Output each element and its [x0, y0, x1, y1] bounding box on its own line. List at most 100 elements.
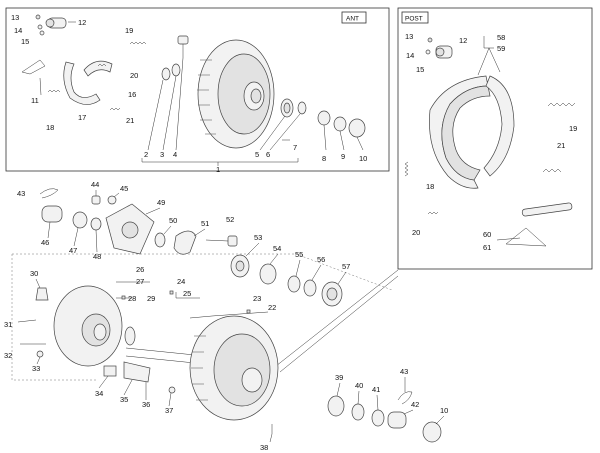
front-tag: ANT — [346, 16, 359, 23]
label-36: 36 — [142, 400, 150, 409]
front-panel-frame — [5, 7, 390, 172]
nut-33 — [36, 350, 44, 358]
label-45: 45 — [120, 184, 128, 193]
rear-group-bracket — [483, 36, 494, 49]
label-26: 26 — [136, 265, 144, 274]
clip-43-top — [39, 188, 59, 199]
rear-spring-21 — [542, 168, 562, 173]
label-10-front: 10 — [359, 154, 367, 163]
label-20-front: 20 — [130, 71, 138, 80]
bushing-46 — [41, 205, 63, 223]
label-25: 25 — [183, 289, 191, 298]
front-group-bracket — [141, 158, 299, 163]
label-16-front: 16 — [128, 90, 136, 99]
label-13-rear: 13 — [405, 32, 413, 41]
cap-30 — [35, 287, 49, 301]
front-washer-2 — [161, 67, 171, 81]
label-23: 23 — [253, 294, 261, 303]
rear-tag-box — [401, 11, 429, 24]
front-screw — [35, 14, 41, 20]
label-56: 56 — [317, 255, 325, 264]
front-lever — [21, 59, 46, 75]
front-spring-21 — [109, 107, 121, 111]
label-5-front: 5 — [255, 150, 259, 159]
seal-54 — [259, 263, 277, 285]
label-54: 54 — [273, 244, 281, 253]
part-45 — [107, 195, 117, 205]
hub-49 — [105, 203, 155, 255]
label-48: 48 — [93, 252, 101, 261]
marker-28 — [121, 295, 126, 300]
bolt-31 — [17, 319, 37, 323]
label-61-rear: 61 — [483, 243, 491, 252]
stud-22 — [189, 315, 213, 319]
label-52: 52 — [226, 215, 234, 224]
part-51 — [173, 230, 197, 255]
front-spring-20 — [97, 63, 107, 67]
front-tag-box — [341, 11, 367, 24]
plate-34 — [103, 365, 117, 377]
label-4-front: 4 — [173, 150, 177, 159]
rear-washer — [425, 49, 431, 55]
label-20-rear: 20 — [412, 228, 420, 237]
washer-40 — [351, 403, 365, 421]
part-44 — [91, 195, 101, 205]
rear-wheel-cylinder — [435, 45, 453, 59]
label-38: 38 — [260, 443, 268, 452]
label-12-front: 12 — [78, 18, 86, 27]
label-15-front: 15 — [21, 37, 29, 46]
rear-panel-frame — [397, 7, 593, 270]
rear-parking-lever — [505, 202, 573, 247]
part-50 — [154, 232, 166, 248]
front-hub-cap — [348, 118, 366, 138]
label-24: 24 — [177, 277, 185, 286]
front-spring-18 — [47, 89, 61, 93]
ring-56 — [303, 279, 317, 297]
label-47: 47 — [69, 246, 77, 255]
front-washer — [39, 30, 45, 36]
washer-48 — [90, 217, 102, 231]
label-30: 30 — [30, 269, 38, 278]
hub-cap-10 — [422, 421, 442, 443]
rear-pointer-b — [488, 47, 501, 73]
front-washer-3 — [171, 63, 181, 77]
screw-37 — [168, 386, 176, 394]
label-2-front: 2 — [144, 150, 148, 159]
label-19-rear: 19 — [569, 124, 577, 133]
assembly-dashed-left — [11, 254, 98, 381]
front-bleeder-cap — [37, 24, 43, 30]
label-17-front: 17 — [78, 113, 86, 122]
rear-tag: POST — [405, 16, 423, 23]
label-9-front: 9 — [341, 152, 345, 161]
rear-screw — [427, 37, 433, 43]
front-seal — [317, 110, 331, 126]
label-33: 33 — [32, 364, 40, 373]
label-22: 22 — [268, 303, 276, 312]
label-59-rear: 59 — [497, 44, 505, 53]
label-37: 37 — [165, 406, 173, 415]
ring-55 — [287, 275, 301, 293]
label-32: 32 — [4, 351, 12, 360]
label-60-rear: 60 — [483, 230, 491, 239]
washer-47 — [72, 211, 88, 229]
label-14-rear: 14 — [406, 51, 414, 60]
label-44: 44 — [91, 180, 99, 189]
label-15-rear: 15 — [416, 65, 424, 74]
label-27: 27 — [136, 277, 144, 286]
label-21-rear: 21 — [557, 141, 565, 150]
label-7-front: 7 — [293, 143, 297, 152]
front-brake-drum — [197, 39, 275, 149]
label-14-front: 14 — [14, 26, 22, 35]
label-12-rear: 12 — [459, 36, 467, 45]
label-35: 35 — [120, 395, 128, 404]
label-49: 49 — [157, 198, 165, 207]
label-43-right: 43 — [400, 367, 408, 376]
marker-25 — [169, 290, 174, 295]
front-spring-19 — [129, 41, 147, 45]
rear-callout-line-1 — [275, 269, 399, 367]
label-19-front: 19 — [125, 26, 133, 35]
marker-23 — [246, 309, 251, 314]
label-43-top: 43 — [17, 189, 25, 198]
front-nut — [333, 116, 347, 132]
